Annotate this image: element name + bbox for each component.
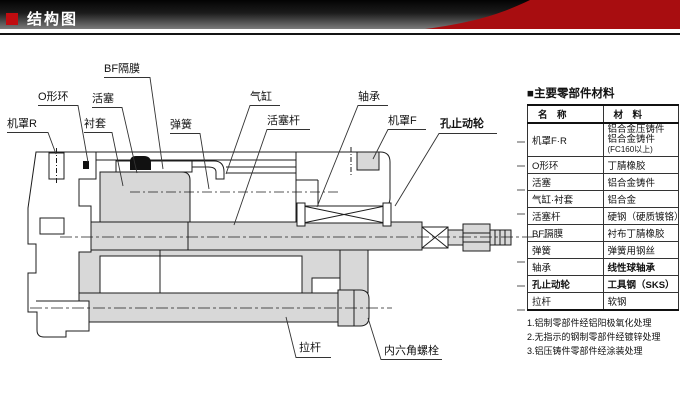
label-front-cover: 机罩F xyxy=(388,115,417,127)
rear-cover xyxy=(27,148,97,338)
centerlines xyxy=(30,191,548,309)
margin-ticks xyxy=(517,141,525,311)
materials-table-title: ■主要零部件材料 xyxy=(527,88,615,100)
note-2: 2.无指示的钢制零部件经镀锌处理 xyxy=(527,332,661,342)
cylinder-tube xyxy=(96,151,300,161)
table-row: 气缸·衬套 铝合金 xyxy=(527,190,679,208)
note-1: 1.铝制零部件经铝阳极氧化处理 xyxy=(527,318,652,328)
materials-table: 名 称 材 料 机罩F·R 铝合金压铸件 铝合金铸件 (FC160以上) O形环… xyxy=(527,104,679,311)
label-piston: 活塞 xyxy=(92,93,114,105)
page-header: 结构图 xyxy=(0,0,680,29)
table-row: 机罩F·R 铝合金压铸件 铝合金铸件 (FC160以上) xyxy=(527,122,679,157)
table-row: 弹簧 弹簧用钢丝 xyxy=(527,241,679,259)
label-bf-diaphragm: BF隔膜 xyxy=(104,63,141,75)
col-header-name: 名 称 xyxy=(527,104,604,124)
label-spring: 弹簧 xyxy=(170,119,192,131)
piston-assembly xyxy=(83,156,296,223)
header-divider xyxy=(0,33,680,35)
label-hex-bolt: 内六角螺栓 xyxy=(384,345,439,357)
page-title: 结构图 xyxy=(27,11,79,28)
cylinder-lower-body xyxy=(35,249,369,294)
table-header-row: 名 称 材 料 xyxy=(527,104,679,124)
materials-panel: ■主要零部件材料 名 称 材 料 机罩F·R 铝合金压铸件 铝合金铸件 (FC1… xyxy=(527,85,679,358)
label-stop-ring: 孔止动轮 xyxy=(440,118,484,130)
table-row: BF隔膜 衬布丁腈橡胶 xyxy=(527,224,679,242)
table-row: 孔止动轮 工具钢（SKS） xyxy=(527,275,679,293)
label-bearing: 轴承 xyxy=(358,91,380,103)
label-rear-cover: 机罩R xyxy=(7,118,37,130)
bearing xyxy=(296,202,392,227)
table-row: 活塞 铝合金铸件 xyxy=(527,173,679,191)
label-tie-rod: 拉杆 xyxy=(299,342,321,354)
label-piston-rod: 活塞杆 xyxy=(267,115,300,127)
table-row: 轴承 线性球轴承 xyxy=(527,258,679,276)
red-swoosh xyxy=(425,0,680,29)
rod-end xyxy=(421,223,512,252)
leader-lines xyxy=(7,77,497,360)
label-cylinder: 气缸 xyxy=(250,91,272,103)
table-row: 拉杆 软钢 xyxy=(527,292,679,311)
label-o-ring: O形环 xyxy=(38,91,69,103)
title-bullet-icon xyxy=(6,13,18,25)
table-row: O形环 丁腈橡胶 xyxy=(527,156,679,174)
piston-rod xyxy=(35,221,423,293)
table-row: 活塞杆 硬钢（硬质镀铬） xyxy=(527,207,679,225)
note-3: 3.铝压铸件零部件经涂装处理 xyxy=(527,346,643,356)
table-notes: 1.铝制零部件经铝阳极氧化处理 2.无指示的钢制零部件经镀锌处理 3.铝压铸件零… xyxy=(527,316,679,358)
col-header-material: 材 料 xyxy=(602,104,679,124)
label-bushing: 衬套 xyxy=(84,118,106,130)
